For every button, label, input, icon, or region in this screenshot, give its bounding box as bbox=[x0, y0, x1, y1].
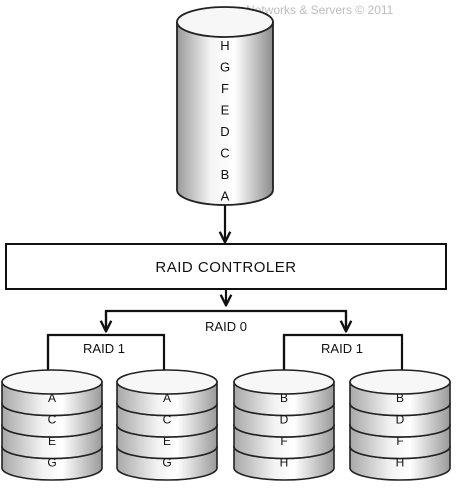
source-block-label: B bbox=[221, 167, 230, 182]
source-volume-cylinder bbox=[176, 6, 274, 206]
disk-platter-top bbox=[116, 369, 218, 395]
source-block-label: D bbox=[220, 124, 229, 139]
source-block-label: G bbox=[220, 60, 230, 75]
source-block-label: A bbox=[221, 189, 230, 204]
disk-block-label: H bbox=[280, 456, 289, 470]
raid-controller: RAID CONTROLER bbox=[5, 243, 447, 290]
disk-block-label: E bbox=[48, 434, 56, 448]
watermark: Networks & Servers © 2011 bbox=[246, 3, 394, 17]
source-block-label: H bbox=[220, 38, 229, 53]
source-block-label: E bbox=[221, 103, 230, 118]
disk-platter-top bbox=[349, 369, 451, 395]
disk-block-label: G bbox=[162, 456, 171, 470]
disk-block-label: E bbox=[163, 434, 171, 448]
disk-block-label: C bbox=[163, 413, 172, 427]
disk-block-label: D bbox=[280, 413, 289, 427]
source-block-label: C bbox=[220, 146, 229, 161]
disk-block-label: F bbox=[396, 434, 403, 448]
raid0-label: RAID 0 bbox=[205, 319, 247, 334]
disk-block-label: F bbox=[280, 434, 287, 448]
disk-block-label: D bbox=[396, 413, 405, 427]
disk-block-label: B bbox=[396, 391, 404, 405]
disk-platter-top bbox=[1, 369, 103, 395]
source-block-label: F bbox=[221, 81, 229, 96]
raid1-left-label: RAID 1 bbox=[83, 341, 125, 356]
disk-block-label: C bbox=[48, 413, 57, 427]
disk-block-label: B bbox=[280, 391, 288, 405]
disk-block-label: A bbox=[48, 391, 56, 405]
controller-label: RAID CONTROLER bbox=[155, 259, 296, 276]
disk-platter-top bbox=[233, 369, 335, 395]
disk-block-label: H bbox=[396, 456, 405, 470]
raid1-right-label: RAID 1 bbox=[321, 341, 363, 356]
disk-block-label: G bbox=[47, 456, 56, 470]
disk-block-label: A bbox=[163, 391, 171, 405]
